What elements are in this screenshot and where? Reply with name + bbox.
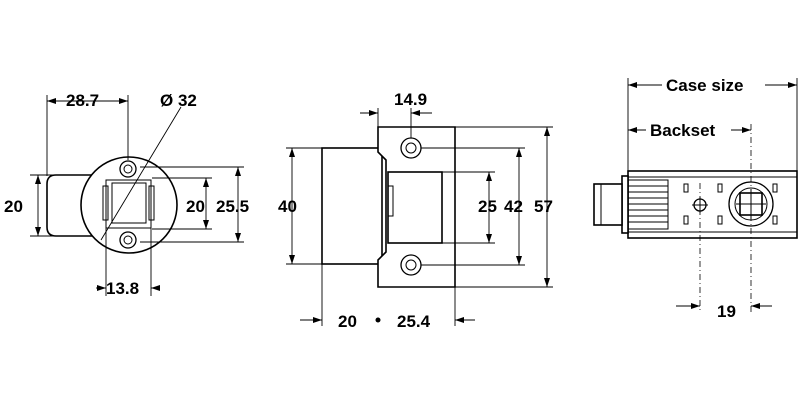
side-dim-width: 28.7 [66,91,99,110]
plan-backset-label: Backset [650,121,716,140]
front-dim-plate: 57 [534,197,553,216]
front-screw-top [400,137,422,159]
plan-case-size-label: Case size [666,76,744,95]
front-datum-dot [375,317,381,323]
side-screw-bottom [119,231,137,249]
side-view: 28.7 Ø 32 20 20 25.5 13.8 [4,91,249,298]
front-view: 14.9 40 25 42 57 20 25.4 [278,90,553,331]
front-dim-left: 40 [278,197,297,216]
side-dim-right-inner: 20 [186,197,205,216]
front-dim-bottom-left: 20 [338,312,357,331]
side-dim-left-height: 20 [4,197,23,216]
front-dim-holes: 42 [504,197,523,216]
plan-dim-bottom: 19 [717,302,736,321]
plan-view: Case size Backset 19 [593,76,798,321]
front-screw-bottom [400,254,422,276]
plan-front-plate-edge [621,175,629,234]
side-screw-top [119,160,137,178]
front-latch-slot [387,171,443,244]
front-case-body [321,147,383,265]
front-dim-top: 14.9 [394,90,427,109]
side-dim-diameter: Ø 32 [160,91,197,110]
side-dim-bottom: 13.8 [106,279,139,298]
side-dim-right-outer: 25.5 [216,197,249,216]
side-follower-square [105,179,152,229]
side-diameter-leader [100,106,182,241]
front-dim-bottom-right: 25.4 [397,312,431,331]
plan-latch-bolt [593,183,623,226]
front-dim-slot: 25 [478,197,497,216]
